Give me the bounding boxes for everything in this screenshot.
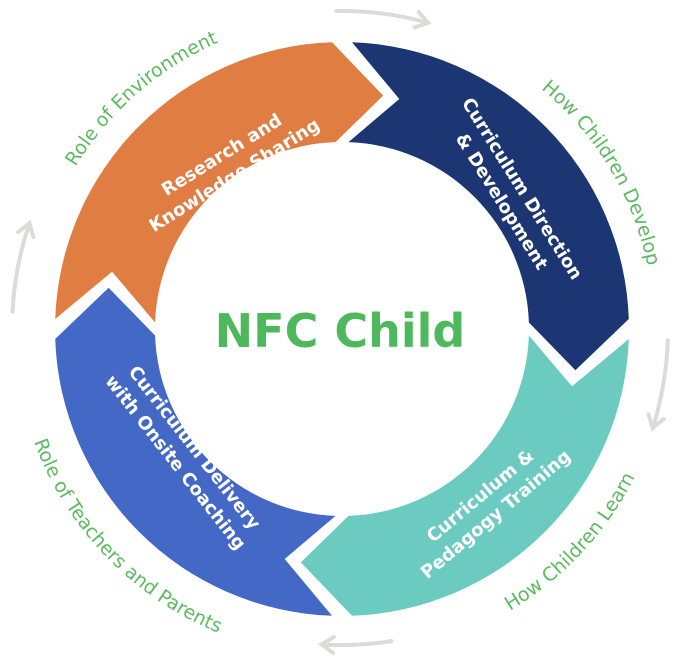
cycle-arrows xyxy=(10,8,670,656)
arrow-top-icon xyxy=(334,8,432,30)
segment-pedagogy-training xyxy=(300,335,629,616)
segment-curriculum-delivery xyxy=(55,287,336,616)
arrow-left-icon xyxy=(10,219,36,314)
arrow-bottom-icon xyxy=(317,635,394,656)
arrow-right-icon xyxy=(646,338,670,432)
center-title: NFC Child xyxy=(215,304,466,358)
segment-research xyxy=(55,42,384,323)
segment-curriculum-direction xyxy=(348,42,629,371)
